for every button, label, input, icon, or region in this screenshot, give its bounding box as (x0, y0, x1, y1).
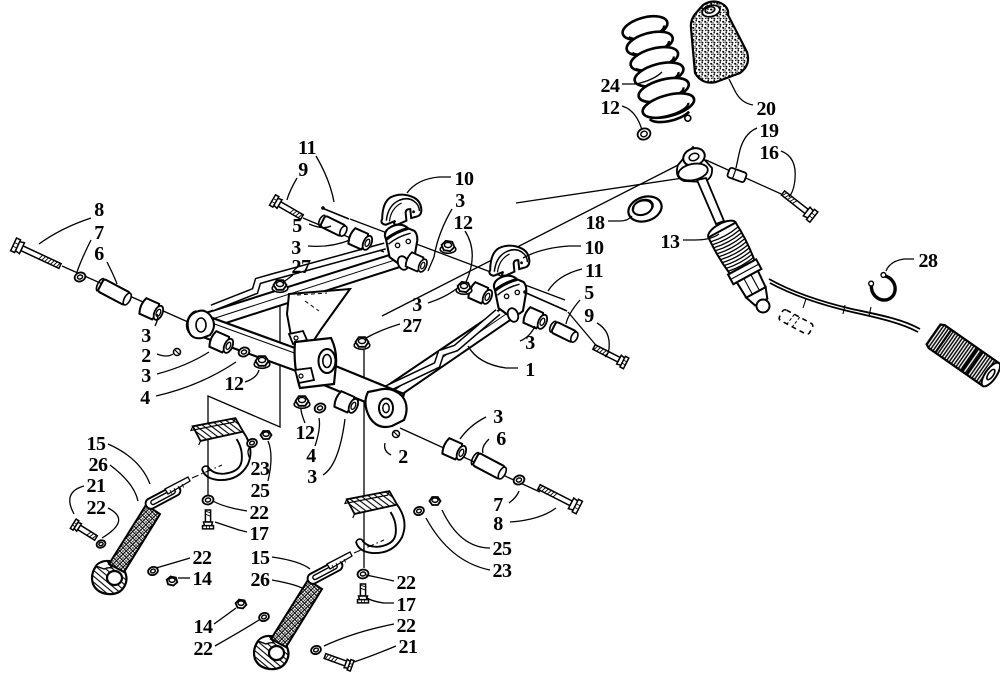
svg-text:6: 6 (94, 243, 104, 265)
svg-text:3: 3 (291, 237, 301, 259)
svg-text:10: 10 (585, 237, 605, 259)
svg-text:7: 7 (493, 494, 503, 516)
svg-text:1: 1 (525, 359, 535, 381)
svg-text:7: 7 (94, 222, 104, 244)
svg-text:4: 4 (306, 445, 316, 467)
svg-text:26: 26 (251, 569, 271, 591)
svg-text:3: 3 (412, 294, 422, 316)
svg-text:17: 17 (397, 594, 417, 616)
svg-text:21: 21 (87, 475, 106, 497)
svg-text:25: 25 (493, 538, 513, 560)
svg-text:25: 25 (251, 480, 271, 502)
svg-text:11: 11 (585, 260, 603, 282)
svg-text:22: 22 (194, 638, 214, 660)
svg-text:17: 17 (250, 523, 270, 545)
svg-text:15: 15 (251, 547, 271, 569)
svg-text:19: 19 (760, 120, 780, 142)
svg-text:13: 13 (661, 231, 681, 253)
svg-text:5: 5 (584, 282, 594, 304)
svg-text:12: 12 (454, 212, 474, 234)
svg-text:22: 22 (250, 502, 270, 524)
svg-text:21: 21 (399, 636, 418, 658)
svg-text:12: 12 (225, 373, 245, 395)
svg-text:2: 2 (398, 446, 408, 468)
svg-text:2: 2 (141, 345, 151, 367)
svg-text:3: 3 (141, 365, 151, 387)
svg-text:23: 23 (251, 458, 271, 480)
svg-text:22: 22 (87, 497, 107, 519)
svg-text:3: 3 (493, 406, 503, 428)
svg-text:18: 18 (586, 212, 606, 234)
svg-text:3: 3 (307, 466, 317, 488)
svg-text:6: 6 (496, 428, 506, 450)
svg-text:9: 9 (298, 159, 308, 181)
svg-text:4: 4 (140, 387, 150, 409)
svg-text:9: 9 (584, 305, 594, 327)
svg-text:10: 10 (455, 168, 475, 190)
svg-text:3: 3 (525, 332, 535, 354)
svg-text:3: 3 (455, 190, 465, 212)
svg-text:8: 8 (493, 513, 503, 535)
svg-text:12: 12 (601, 97, 621, 119)
svg-text:14: 14 (193, 568, 213, 590)
svg-text:3: 3 (141, 325, 151, 347)
svg-text:23: 23 (493, 560, 513, 582)
svg-text:15: 15 (87, 433, 107, 455)
svg-text:8: 8 (94, 199, 104, 221)
svg-text:22: 22 (193, 547, 213, 569)
svg-text:11: 11 (298, 137, 316, 159)
svg-text:12: 12 (296, 422, 316, 444)
svg-text:20: 20 (757, 98, 777, 120)
svg-text:27: 27 (292, 256, 312, 278)
svg-text:28: 28 (919, 250, 939, 272)
svg-text:24: 24 (601, 75, 621, 97)
svg-text:27: 27 (403, 315, 423, 337)
svg-text:22: 22 (397, 615, 417, 637)
svg-text:22: 22 (397, 572, 417, 594)
svg-text:16: 16 (760, 142, 780, 164)
svg-text:26: 26 (89, 454, 109, 476)
svg-text:5: 5 (292, 215, 302, 237)
svg-text:14: 14 (194, 616, 214, 638)
